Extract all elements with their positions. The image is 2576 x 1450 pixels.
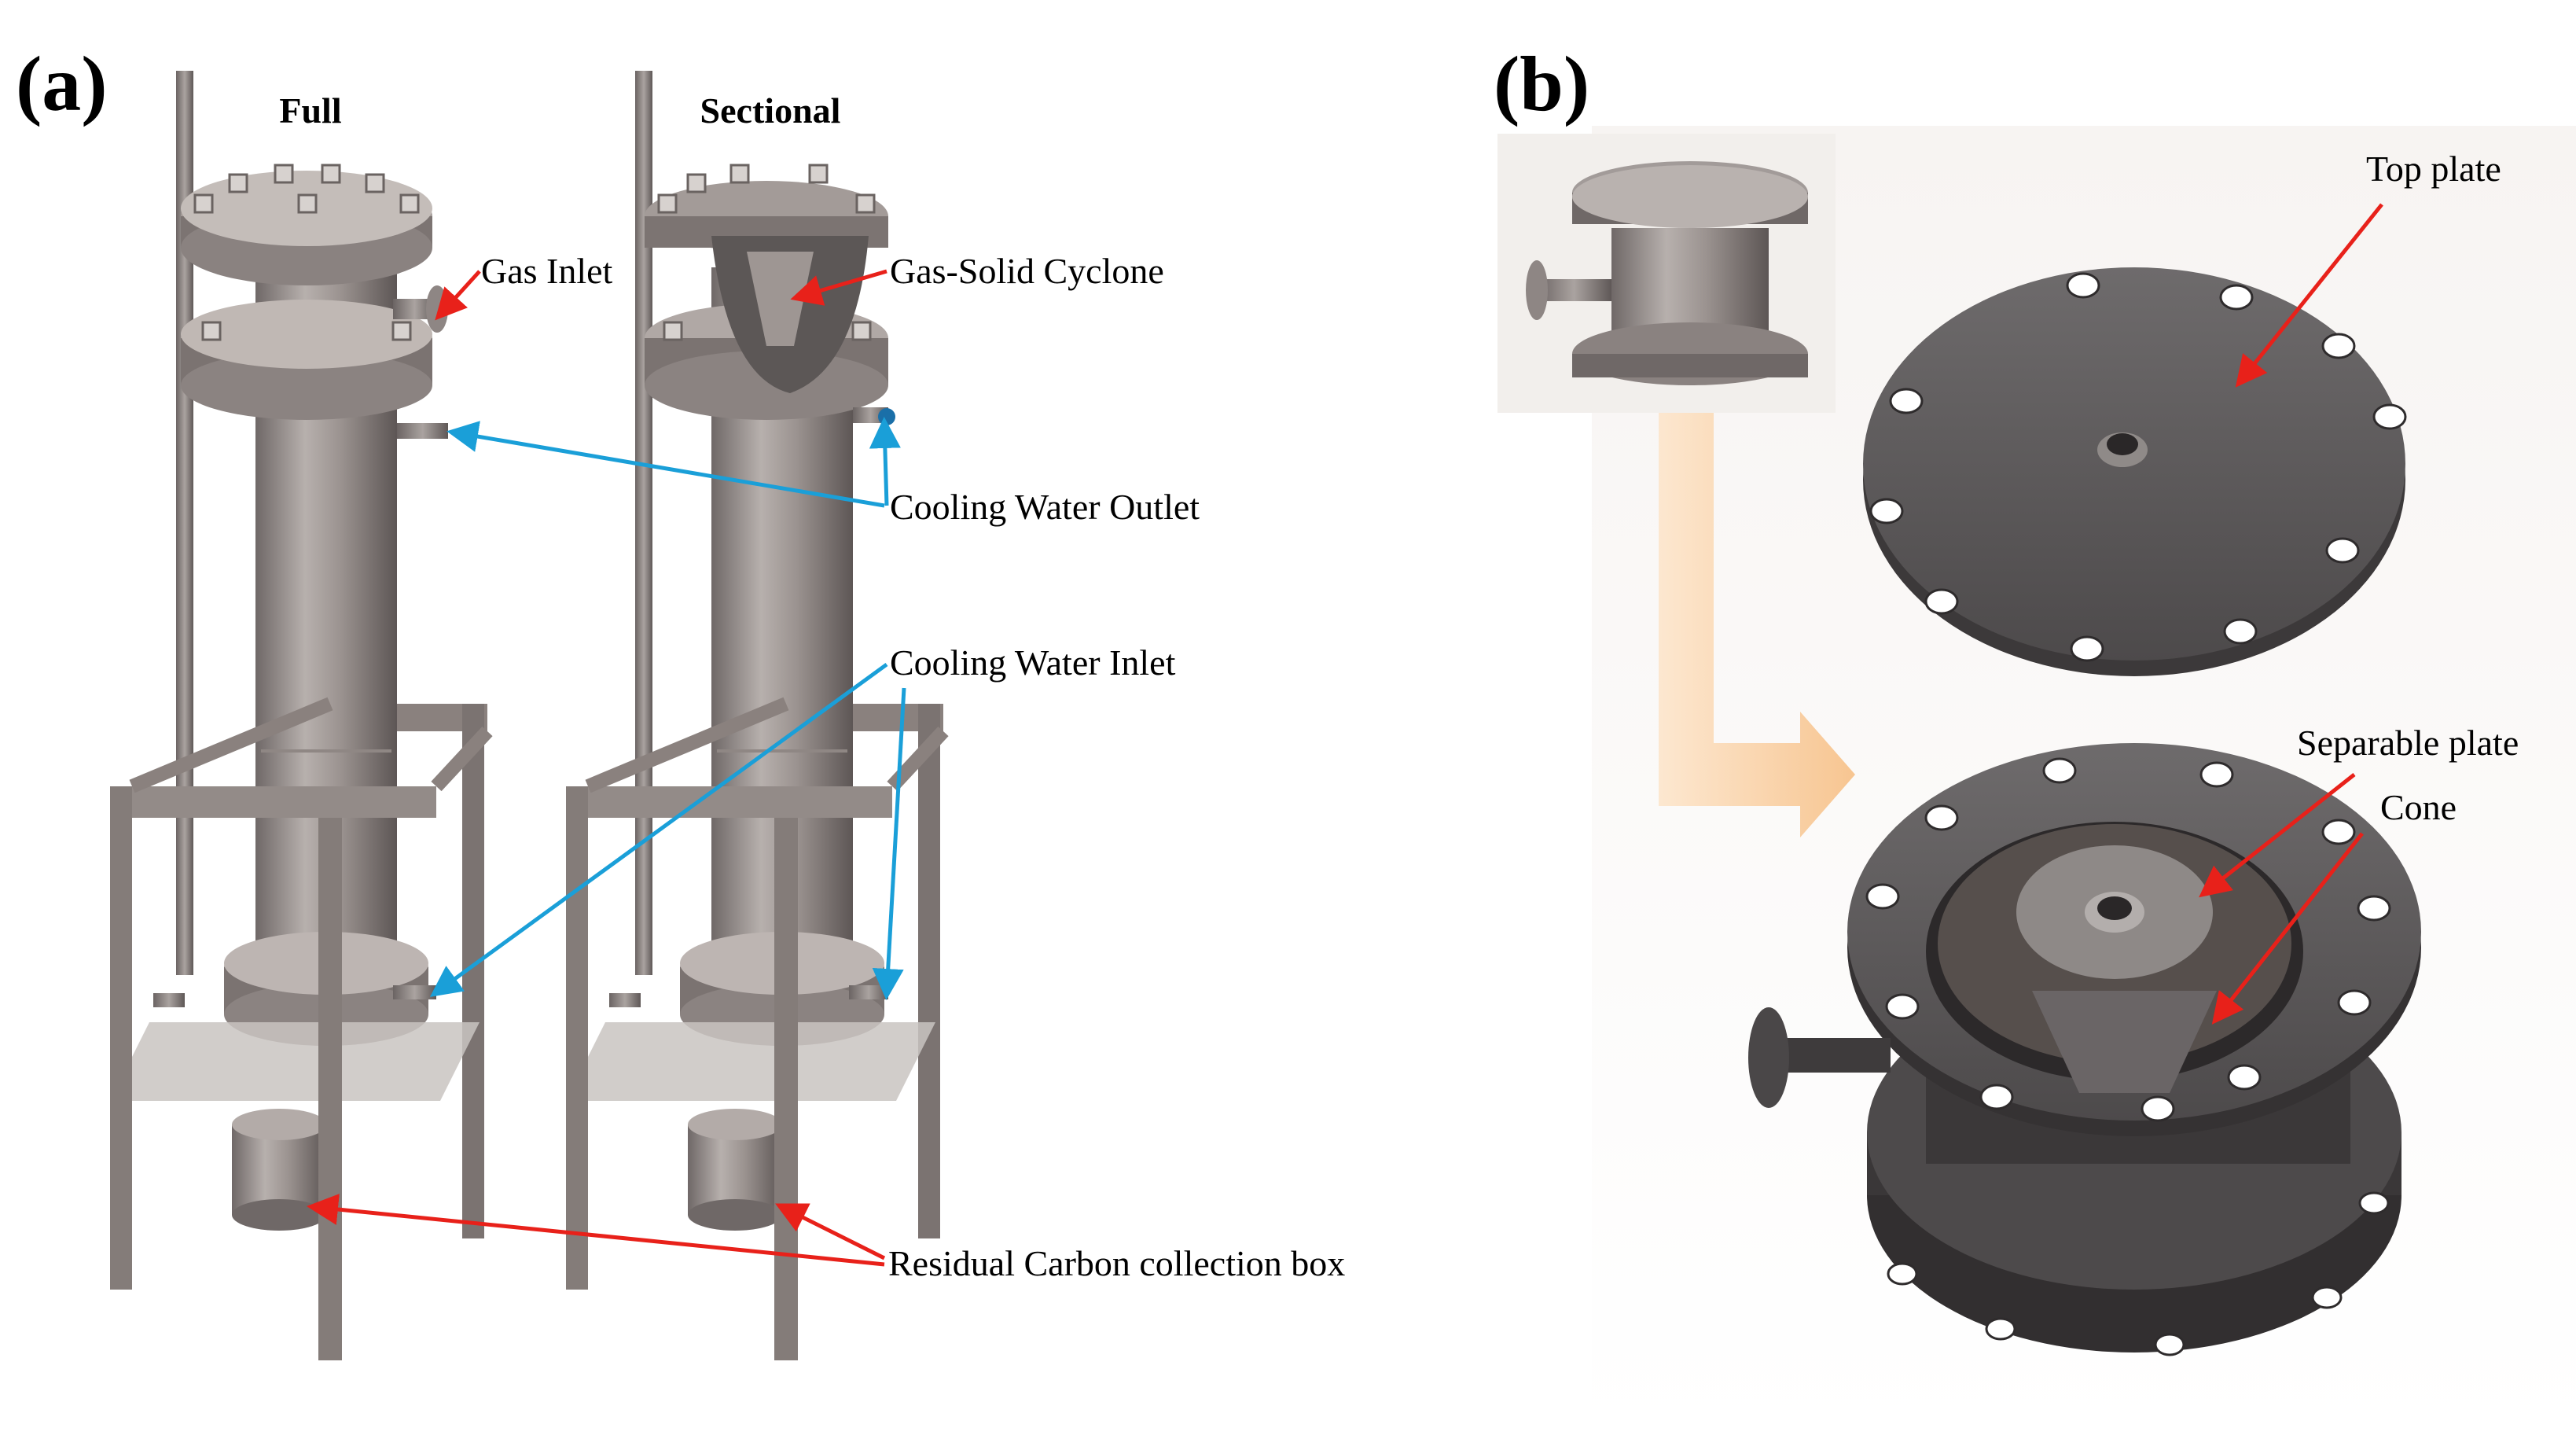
arrow-separable-plate	[2199, 773, 2356, 898]
stand-platform	[110, 1022, 480, 1101]
arrow-gas-solid-cyclone	[790, 269, 887, 306]
cone-shape	[2032, 991, 2217, 1093]
cooling-water-inlet-pipe	[393, 985, 436, 999]
arrow-cooling-outlet-sectional	[869, 417, 901, 506]
callout-cooling-water-inlet: Cooling Water Inlet	[890, 642, 1176, 683]
top-plate-drawing	[1863, 267, 2407, 676]
full-reactor-drawing	[110, 71, 493, 1360]
stand-leg-front-right	[318, 818, 342, 1360]
panel-a: (a) Full Sectional	[16, 40, 1345, 1360]
arrow-cooling-inlet-full	[429, 662, 888, 997]
panel-a-label: (a)	[16, 40, 108, 127]
cyclone-body	[747, 252, 814, 346]
bottom-body-drawing	[1748, 743, 2421, 1356]
callout-gas-inlet: Gas Inlet	[481, 251, 613, 291]
arrow-residual-carbon-full	[307, 1194, 885, 1267]
view-full-label: Full	[279, 90, 341, 131]
arrow-residual-carbon-sectional	[775, 1203, 886, 1260]
callout-cooling-water-outlet: Cooling Water Outlet	[890, 487, 1200, 527]
panel-b-label: (b)	[1494, 40, 1589, 127]
callout-top-plate: Top plate	[2366, 149, 2501, 189]
callout-separable-plate: Separable plate	[2297, 723, 2519, 763]
panel-b: (b)	[1494, 40, 2576, 1431]
arrow-cooling-inlet-sectional	[872, 687, 906, 1000]
arrow-gas-inlet	[435, 270, 481, 321]
arrow-cone	[2211, 832, 2364, 1025]
arrow-cooling-outlet-full	[446, 421, 885, 508]
sectional-reactor-drawing	[566, 71, 949, 1360]
callout-gas-solid-cyclone: Gas-Solid Cyclone	[890, 251, 1164, 291]
arrow-top-plate	[2235, 203, 2383, 388]
stand-leg-front-left	[110, 786, 132, 1290]
cooling-water-outlet-pipe	[397, 423, 448, 439]
callout-cone: Cone	[2380, 787, 2457, 827]
assembled-cyclone-thumbnail	[1526, 161, 1808, 385]
view-sectional-label: Sectional	[700, 90, 841, 131]
flow-arrow	[1659, 413, 1855, 837]
side-pipe	[635, 71, 652, 975]
side-pipe	[176, 71, 193, 975]
callout-residual-carbon-box: Residual Carbon collection box	[888, 1243, 1345, 1283]
